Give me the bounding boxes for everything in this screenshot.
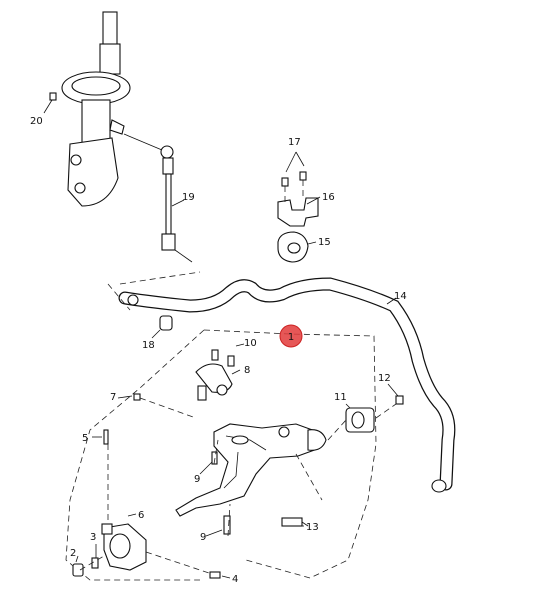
front-bushing-6 [101,523,147,571]
label-9-lower: 9 [200,532,206,543]
bolt-13 [281,517,309,527]
label-8: 8 [244,365,250,376]
ball-joint-assembly [195,343,245,401]
bolt-2 [72,563,84,577]
label-15: 15 [318,237,331,248]
clamp-bracket-16 [277,197,319,227]
bolt-4 [209,571,221,579]
label-14: 14 [394,291,407,302]
lower-arm-kit-boundary [65,329,377,581]
label-17: 17 [288,137,301,148]
label-5: 5 [82,433,88,444]
bolt-9-upper [211,451,218,465]
strut-nut-20 [43,92,57,114]
washer-3 [91,544,99,569]
label-19: 19 [182,192,195,203]
label-11: 11 [334,392,347,403]
callout-1: 1 [279,324,303,348]
bolt-9-lower [223,515,231,535]
label-13: 13 [306,522,319,533]
bolt-12 [387,383,404,405]
leader-lines [75,395,304,579]
rear-bushing-11 [345,403,375,433]
stabilizer-bar-14 [118,277,456,493]
label-10: 10 [244,338,257,349]
label-6: 6 [138,510,144,521]
label-4: 4 [232,574,238,585]
label-16: 16 [322,192,335,203]
label-20: 20 [30,116,43,127]
part-labels: 2 3 4 5 6 7 8 9 9 10 11 12 13 14 15 16 1… [30,116,407,585]
bushing-18 [151,315,173,339]
bolt-7 [133,393,141,401]
lower-control-arm [175,423,327,517]
label-9-upper: 9 [194,474,200,485]
strut-assembly [61,11,131,207]
bushing-15 [277,231,317,263]
label-7: 7 [110,392,116,403]
bracket-bolts-17 [281,151,307,202]
label-12: 12 [378,373,391,384]
stabilizer-link-19 [123,133,193,263]
label-3: 3 [90,532,96,543]
label-18: 18 [142,340,155,351]
label-2: 2 [70,548,76,559]
assembly-dashed-lines [79,397,397,575]
bolt-5 [103,429,109,445]
callout-1-label: 1 [288,332,294,343]
